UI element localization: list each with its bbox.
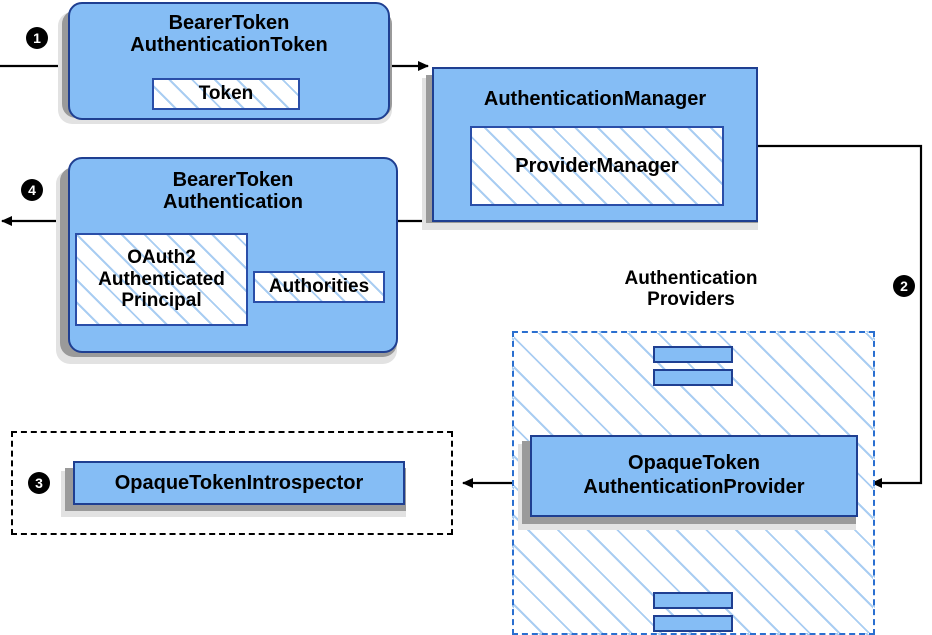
oauth2-authenticated-principal-line3: Principal — [121, 290, 202, 312]
authorities-box[interactable]: Authorities — [253, 271, 385, 303]
authentication-providers-caption-line1: Authentication — [624, 268, 758, 289]
step-marker-1-number: 1 — [33, 30, 41, 46]
step-marker-4-number: 4 — [28, 182, 36, 198]
opaque-token-provider-title-line2: AuthenticationProvider — [583, 476, 805, 498]
oauth2-authenticated-principal-line2: Authenticated — [98, 268, 225, 290]
provider-bar-bottom-2 — [653, 615, 733, 632]
step-marker-4: 4 — [21, 179, 43, 201]
authorities-label: Authorities — [268, 276, 370, 297]
oauth2-authenticated-principal-line1: OAuth2 — [127, 247, 196, 269]
step-marker-1: 1 — [26, 27, 48, 49]
bearer-token-authentication-token-title: BearerToken AuthenticationToken — [70, 12, 388, 56]
introspector-group — [11, 431, 453, 535]
oauth2-authenticated-principal-box[interactable]: OAuth2 Authenticated Principal — [75, 233, 248, 326]
opaque-token-provider-title-line1: OpaqueToken — [628, 452, 760, 475]
authentication-providers-caption: Authentication Providers — [566, 268, 816, 311]
authentication-manager[interactable]: AuthenticationManager ProviderManager — [432, 67, 758, 222]
provider-bar-top-1 — [653, 346, 733, 363]
bearer-token-authentication-token-title-line2: AuthenticationToken — [130, 34, 328, 56]
bearer-token-authentication[interactable]: BearerToken Authentication OAuth2 Authen… — [68, 157, 398, 353]
bearer-token-authentication-token-title-line1: BearerToken — [168, 12, 290, 34]
opaque-token-introspector[interactable]: OpaqueTokenIntrospector — [73, 461, 405, 505]
provider-bar-bottom-1 — [653, 592, 733, 609]
step-marker-2: 2 — [893, 275, 915, 297]
provider-manager-inner-box[interactable]: ProviderManager — [470, 126, 724, 206]
token-inner-label: Token — [198, 83, 254, 104]
bearer-token-authentication-token[interactable]: BearerToken AuthenticationToken Token — [68, 2, 390, 120]
bearer-token-authentication-title: BearerToken Authentication — [70, 169, 396, 213]
authentication-manager-title-text: AuthenticationManager — [483, 88, 707, 110]
step-marker-3-number: 3 — [35, 475, 43, 491]
provider-manager-label: ProviderManager — [515, 154, 679, 177]
opaque-token-introspector-label: OpaqueTokenIntrospector — [114, 471, 364, 494]
authentication-manager-title: AuthenticationManager — [434, 88, 756, 110]
bearer-token-authentication-title-line2: Authentication — [163, 191, 303, 213]
authentication-providers-caption-line2: Providers — [647, 289, 735, 311]
step-marker-2-number: 2 — [900, 278, 908, 294]
provider-bar-top-2 — [653, 369, 733, 386]
bearer-token-authentication-title-line1: BearerToken — [172, 169, 294, 191]
token-inner-box[interactable]: Token — [152, 78, 300, 110]
opaque-token-authentication-provider[interactable]: OpaqueToken AuthenticationProvider — [530, 435, 858, 517]
step-marker-3: 3 — [28, 472, 50, 494]
